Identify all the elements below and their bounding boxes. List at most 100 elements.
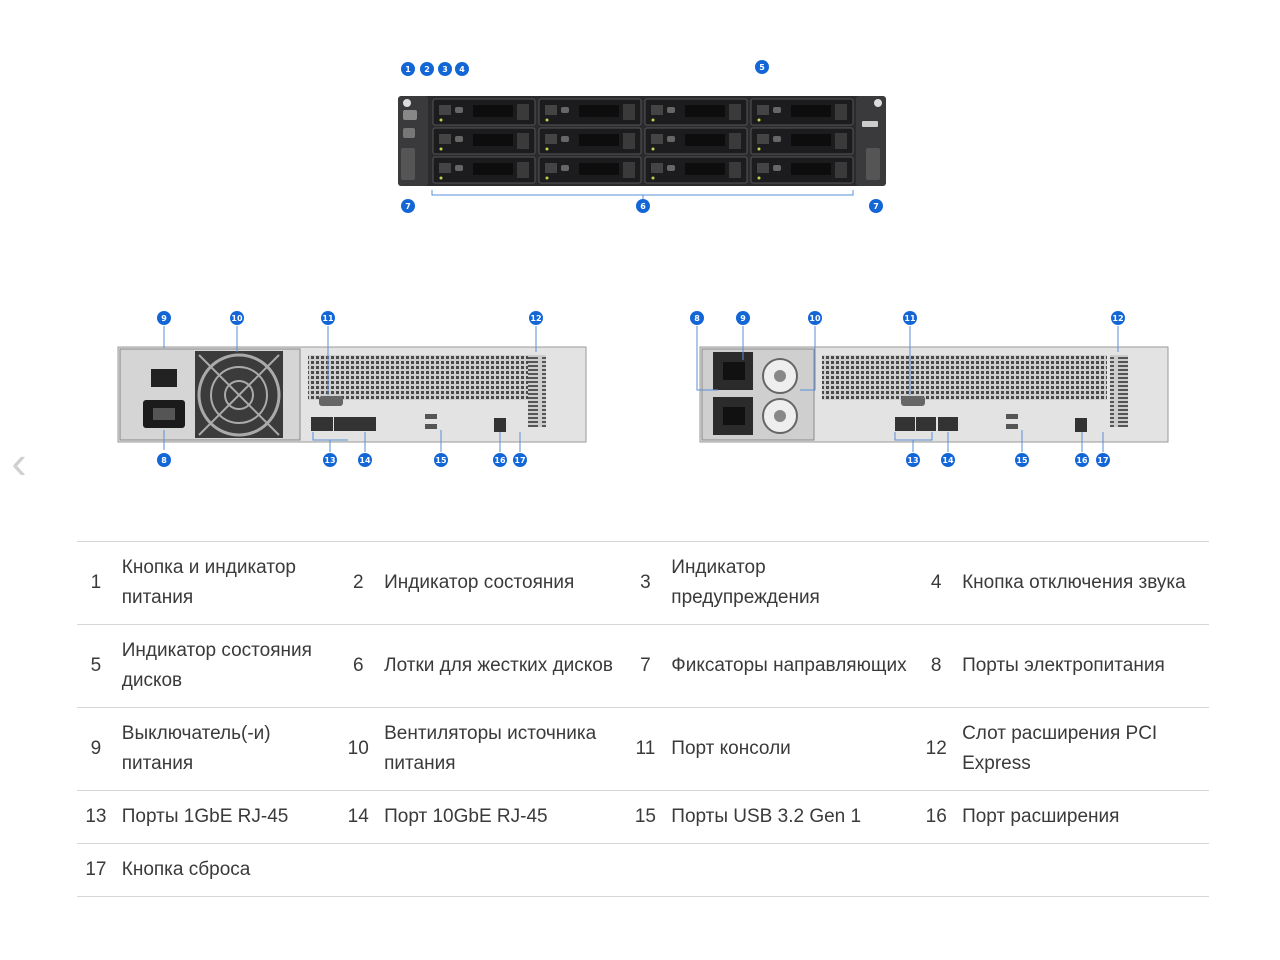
legend-label: Кнопка и индикатор питания <box>121 541 340 625</box>
callout-number: 13 <box>324 456 335 465</box>
legend-number: 17 <box>77 843 122 897</box>
callout-badge: 11 <box>321 311 335 325</box>
callout-number: 16 <box>494 456 506 465</box>
callout-number: 2 <box>424 65 430 74</box>
callout-number: 1 <box>405 65 411 74</box>
drive-tray <box>538 98 642 126</box>
drive-tray <box>750 156 854 184</box>
legend-label: Порт расширения <box>962 790 1209 844</box>
callout-number: 16 <box>1076 456 1088 465</box>
callout-number: 17 <box>514 456 525 465</box>
callout-badge: 13 <box>323 453 337 467</box>
legend-label: Порт 10GbE RJ-45 <box>384 790 627 844</box>
legend-number: 16 <box>917 790 963 844</box>
legend-label: Лотки для жестких дисков <box>384 624 627 708</box>
legend-label: Кнопка отключения звука <box>962 541 1209 625</box>
previous-slide-button[interactable]: ‹ <box>4 439 34 488</box>
callout-number: 13 <box>907 456 918 465</box>
callout-number: 7 <box>873 202 879 211</box>
callout-number: 14 <box>942 456 954 465</box>
callout-badge: 2 <box>420 62 434 76</box>
callout-badge: 11 <box>903 311 917 325</box>
callout-badge: 13 <box>906 453 920 467</box>
callout-badge: 8 <box>690 311 704 325</box>
legend-number: 15 <box>626 790 672 844</box>
callout-number: 9 <box>161 314 167 323</box>
legend-number: 3 <box>626 541 672 625</box>
callout-badge: 16 <box>1075 453 1089 467</box>
callout-badge: 1 <box>401 62 415 76</box>
drive-tray <box>750 127 854 155</box>
legend-label: Вентиляторы источника питания <box>384 707 627 791</box>
callout-number: 10 <box>231 314 243 323</box>
callout-number: 6 <box>640 202 646 211</box>
callout-badge: 10 <box>230 311 244 325</box>
callout-number: 12 <box>1112 314 1123 323</box>
legend-label: Порты USB 3.2 Gen 1 <box>671 790 918 844</box>
legend-number: 8 <box>917 624 963 708</box>
drive-tray <box>538 156 642 184</box>
legend-number: 1 <box>77 541 122 625</box>
callout-number: 5 <box>759 63 765 72</box>
legend-number: 10 <box>339 707 385 791</box>
legend-number: 4 <box>917 541 963 625</box>
callout-number: 15 <box>1016 456 1028 465</box>
callout-number: 12 <box>530 314 541 323</box>
legend-number: 13 <box>77 790 122 844</box>
chevron-left-icon: ‹ <box>11 436 27 488</box>
callout-badge: 7 <box>401 199 415 213</box>
legend-label: Слот расширения PCI Express <box>962 707 1209 791</box>
rear-panel-left-image <box>117 346 587 443</box>
callout-number: 8 <box>694 314 700 323</box>
callout-number: 11 <box>904 314 916 323</box>
callout-badge: 7 <box>869 199 883 213</box>
legend-label: Порт консоли <box>671 707 918 791</box>
callout-badge: 15 <box>434 453 448 467</box>
callout-number: 10 <box>809 314 821 323</box>
callout-number: 14 <box>359 456 371 465</box>
callout-badge: 17 <box>513 453 527 467</box>
drive-tray <box>432 127 536 155</box>
drive-tray <box>432 156 536 184</box>
legend-label: Кнопка сброса <box>121 843 340 897</box>
legend-number: 2 <box>339 541 385 625</box>
drive-tray <box>644 98 748 126</box>
callout-badge: 10 <box>808 311 822 325</box>
callout-badge: 15 <box>1015 453 1029 467</box>
legend-number: 9 <box>77 707 122 791</box>
callout-number: 4 <box>459 65 465 74</box>
front-panel-image <box>398 96 886 186</box>
legend-number: 7 <box>626 624 672 708</box>
legend-label: Порты 1GbE RJ-45 <box>121 790 340 844</box>
legend-label: Индикатор состояния дисков <box>121 624 340 708</box>
callout-badge: 8 <box>157 453 171 467</box>
callout-badge: 6 <box>636 199 650 213</box>
rear-panel-right-image <box>699 346 1169 443</box>
callout-badge: 3 <box>438 62 452 76</box>
drive-tray <box>538 127 642 155</box>
callout-badge: 14 <box>941 453 955 467</box>
callout-badge: 14 <box>358 453 372 467</box>
legend-number: 5 <box>77 624 122 708</box>
callout-badge: 4 <box>455 62 469 76</box>
callout-number: 17 <box>1097 456 1108 465</box>
callout-number: 8 <box>161 456 167 465</box>
callout-badge: 5 <box>755 60 769 74</box>
callout-number: 15 <box>435 456 447 465</box>
legend-number: 6 <box>339 624 385 708</box>
legend-label: Порты электропитания <box>962 624 1209 708</box>
legend-label: Индикатор состояния <box>384 541 627 625</box>
callout-number: 11 <box>322 314 334 323</box>
legend-number: 11 <box>626 707 672 791</box>
callout-badge: 9 <box>736 311 750 325</box>
callout-badge: 12 <box>1111 311 1125 325</box>
legend-number: 12 <box>917 707 963 791</box>
callout-number: 3 <box>442 65 448 74</box>
